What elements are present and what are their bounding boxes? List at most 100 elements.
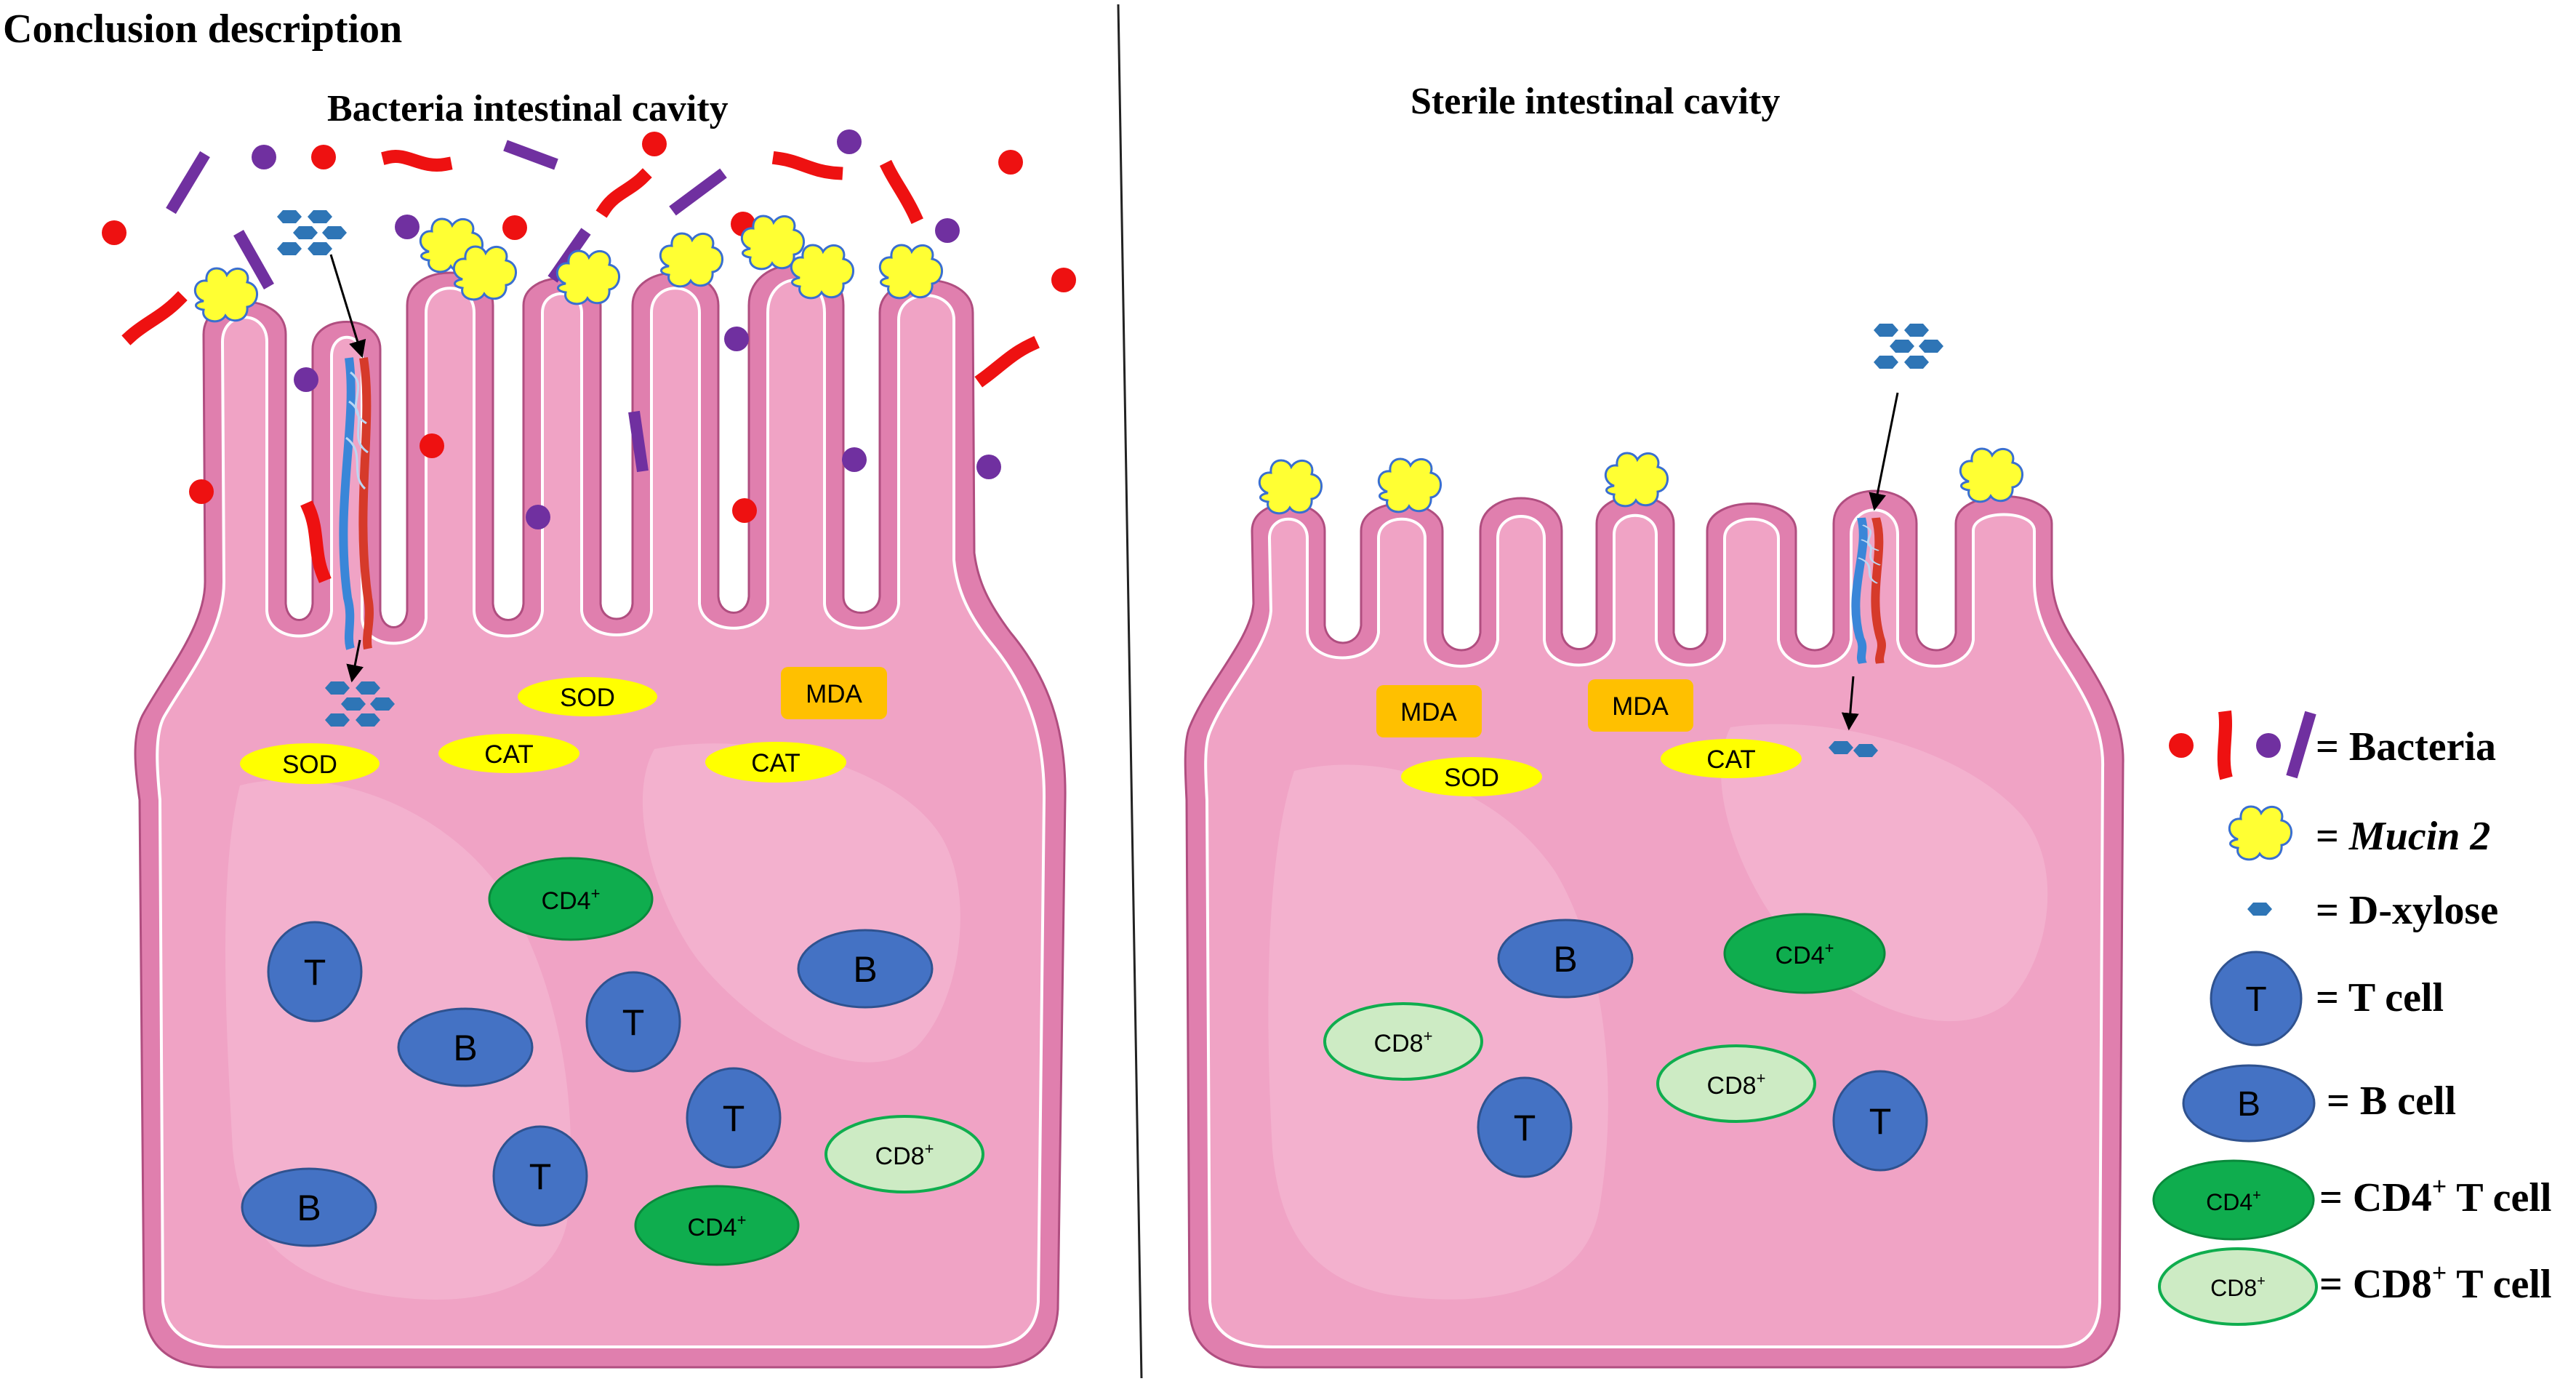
cd8-t-cell — [1656, 1044, 1816, 1123]
right-enzymes: MDA MDA SOD CAT — [1376, 679, 1802, 796]
t-cell-label: T — [1869, 1101, 1892, 1142]
bacteria-red-dot — [998, 150, 1023, 175]
cat-label: CAT — [484, 740, 533, 769]
cat-label: CAT — [1706, 745, 1755, 774]
bacteria-red-rod — [595, 168, 652, 218]
bacteria-red-dot — [102, 220, 127, 245]
t-cell-label: T — [304, 952, 326, 993]
legend-b-cell-icon — [2182, 1064, 2316, 1143]
bacteria-purple-dot — [294, 367, 318, 392]
bacteria-purple-dot — [976, 455, 1001, 479]
legend-cd8-letter: CD8+ — [2210, 1273, 2266, 1301]
legend-mucin-label: = Mucin 2 — [2316, 814, 2490, 859]
bacteria-red-dot — [732, 498, 757, 523]
dxylose-cluster — [1874, 324, 1943, 369]
mucin-blob — [1258, 459, 1323, 515]
mda-marker — [1588, 679, 1693, 732]
legend: = Bacteria = Mucin 2 = D-xylose T = T ce… — [2152, 710, 2551, 1326]
b-cell-label: B — [853, 949, 877, 990]
b-cell-label: B — [453, 1028, 477, 1068]
t-cell-label: T — [622, 1002, 645, 1043]
left-intestinal-tissue — [134, 263, 1067, 1369]
absorption-arrow — [346, 639, 364, 683]
t-cell — [585, 971, 681, 1073]
bacteria-purple-dot — [837, 129, 862, 154]
t-cell-label: T — [1514, 1108, 1536, 1148]
mda-label: MDA — [1612, 692, 1669, 721]
bacteria-purple-rod — [233, 230, 274, 289]
cd8-t-cell — [1323, 1002, 1483, 1081]
bacteria-purple-dot — [395, 215, 420, 239]
bacteria-purple-rod — [628, 410, 649, 473]
sod-marker — [240, 743, 380, 784]
legend-mucin-icon — [2228, 805, 2293, 861]
legend-cd4-label: = CD4+ T cell — [2319, 1172, 2551, 1220]
b-cell — [397, 1007, 534, 1087]
bacteria-red-dot — [189, 479, 214, 504]
right-panel-heading: Sterile intestinal cavity — [1411, 81, 1780, 122]
cd8-label: CD8+ — [875, 1140, 934, 1170]
legend-bacteria-red-rod — [2217, 710, 2233, 780]
legend-bacteria-label: = Bacteria — [2316, 724, 2496, 769]
left-panel-heading: Bacteria intestinal cavity — [327, 88, 729, 129]
t-cell — [686, 1067, 782, 1169]
legend-bacteria-purple-dot — [2256, 733, 2281, 758]
bacteria-red-rod — [879, 159, 923, 224]
cat-marker — [1661, 739, 1802, 778]
cat-label: CAT — [751, 749, 800, 777]
mda-label: MDA — [806, 680, 862, 708]
left-immune-cells: CD4+ CD4+ CD8+ T T T T B B B — [241, 857, 984, 1266]
bacteria-red-dot — [420, 433, 444, 458]
right-intestinal-tissue — [1184, 489, 2124, 1369]
bacteria-purple-rod — [669, 168, 727, 216]
bacteria-red-dot — [1051, 268, 1076, 292]
cd4-label: CD4+ — [542, 884, 601, 915]
cd4-t-cell — [488, 857, 654, 941]
b-cell — [797, 929, 934, 1009]
cd8-label: CD8+ — [1374, 1027, 1433, 1057]
sod-label: SOD — [560, 684, 615, 712]
t-cell — [1477, 1076, 1573, 1178]
t-cell-label: T — [529, 1156, 552, 1197]
dxylose-cluster — [277, 210, 347, 255]
bacteria-red-rod — [381, 149, 453, 172]
b-cell-label: B — [1553, 939, 1577, 980]
legend-bacteria-red-dot — [2169, 733, 2194, 758]
cd4-label: CD4+ — [1775, 939, 1834, 969]
legend-dxylose-label: = D-xylose — [2316, 888, 2498, 933]
absorption-arrow — [329, 254, 366, 359]
bacteria-purple-dot — [842, 447, 867, 472]
sod-marker — [518, 677, 657, 716]
cd8-t-cell — [824, 1115, 984, 1193]
legend-t-cell-label: = T cell — [2316, 975, 2444, 1020]
cd8-label: CD8+ — [1707, 1069, 1766, 1100]
cat-marker — [438, 734, 579, 773]
bacteria-red-rod — [771, 151, 843, 180]
mucin-blob — [1604, 452, 1669, 508]
mda-marker — [1376, 685, 1482, 737]
legend-t-cell-icon — [2210, 951, 2303, 1047]
legend-t-cell-letter: T — [2245, 980, 2266, 1019]
legend-cd4-letter: CD4+ — [2206, 1188, 2261, 1215]
left-dxylose-transport — [277, 210, 395, 727]
cd4-t-cell — [1723, 913, 1886, 994]
bacteria-purple-rod — [503, 140, 558, 170]
b-cell — [241, 1167, 377, 1247]
left-enzymes: SOD SOD CAT CAT MDA — [240, 667, 887, 784]
legend-bacteria-purple-rod — [2286, 711, 2316, 779]
mucin-blob — [659, 232, 724, 288]
bacteria-purple-dot — [724, 327, 749, 351]
legend-cd8-icon — [2158, 1247, 2318, 1326]
bacteria-red-rod — [300, 500, 332, 583]
bacteria-red-dot — [642, 132, 667, 156]
mucin-blob — [790, 244, 855, 300]
t-cell — [267, 921, 363, 1023]
bacteria-purple-rod — [166, 151, 210, 215]
bacteria-purple-dot — [526, 505, 550, 529]
mucin-blob — [1959, 447, 2024, 503]
t-cell — [1832, 1070, 1928, 1172]
legend-b-cell-label: = B cell — [2327, 1079, 2456, 1124]
mda-marker — [781, 667, 887, 719]
sod-label: SOD — [282, 751, 337, 779]
